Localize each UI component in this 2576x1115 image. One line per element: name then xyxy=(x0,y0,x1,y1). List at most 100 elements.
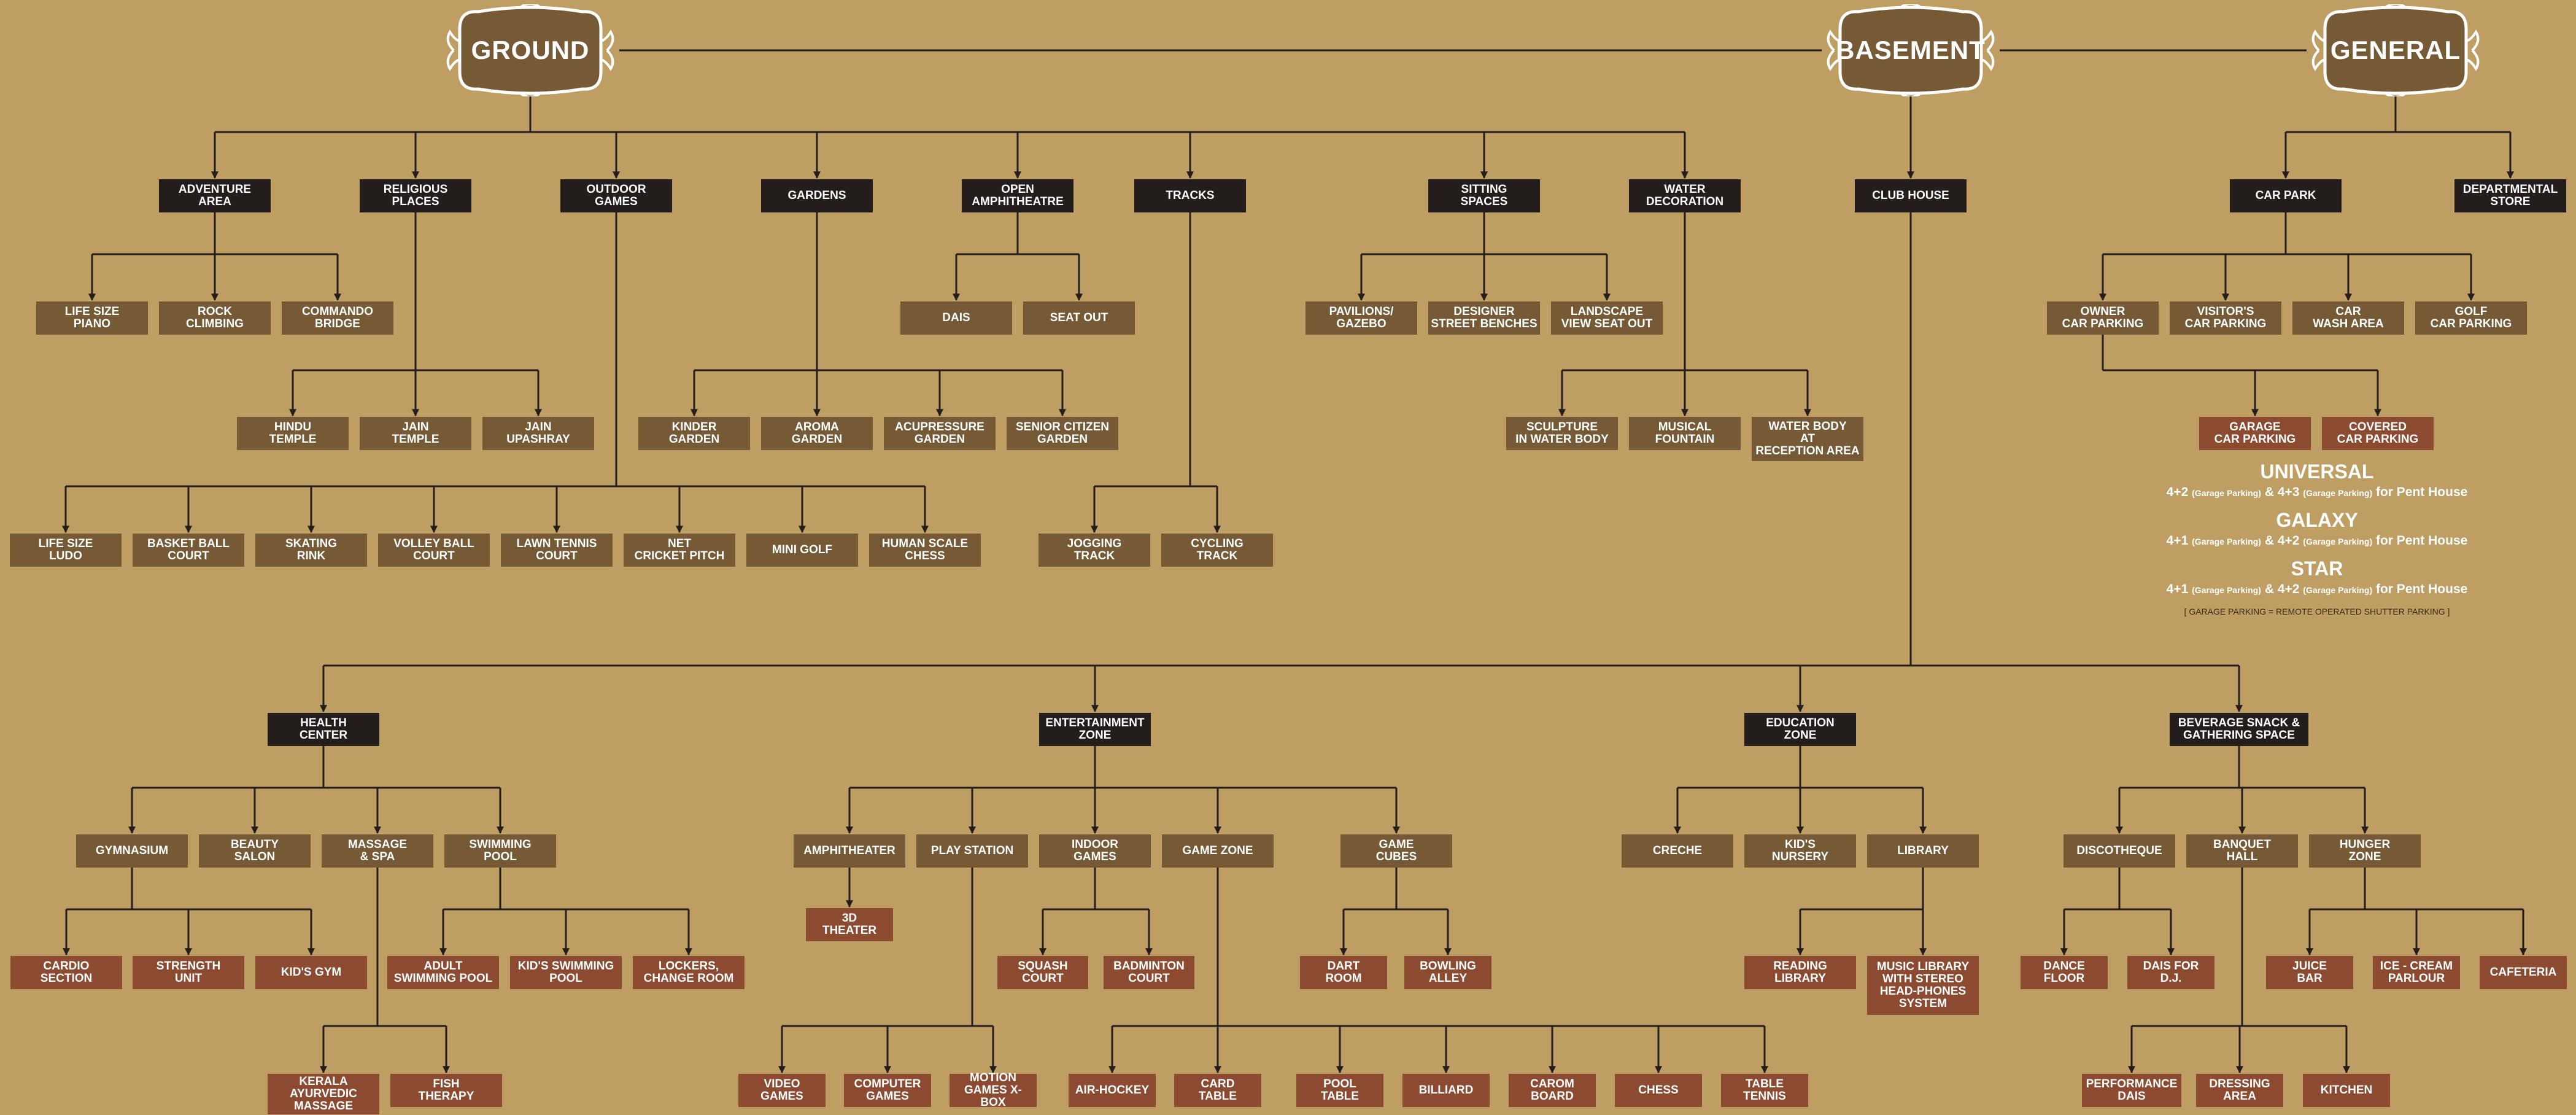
galaxy-a: 4+1 xyxy=(2167,534,2189,548)
node-volley-ball: VOLLEY BALL COURT xyxy=(378,534,490,567)
node-jain-temple: JAIN TEMPLE xyxy=(360,417,471,450)
node-adventure-area: ADVENTURE AREA xyxy=(159,179,271,212)
node-water-body: WATER BODY AT RECEPTION AREA xyxy=(1752,417,1863,461)
ground-title: GROUND xyxy=(471,36,590,65)
node-kerala: KERALA AYURVEDIC MASSAGE xyxy=(268,1074,379,1114)
galaxy-suffix: for Pent House xyxy=(2376,534,2467,548)
node-kitchen: KITCHEN xyxy=(2303,1074,2390,1107)
node-rock-climbing: ROCK CLIMBING xyxy=(159,301,271,335)
star-garage-b: (Garage Parking) xyxy=(2303,585,2372,595)
parking-galaxy-title: GALAXY xyxy=(2191,509,2443,532)
node-badminton: BADMINTON COURT xyxy=(1104,956,1194,989)
node-adult-pool: ADULT SWIMMING POOL xyxy=(387,956,499,989)
node-billiard: BILLIARD xyxy=(1402,1074,1490,1107)
node-carom-board: CAROM BOARD xyxy=(1509,1074,1596,1107)
node-golf-parking: GOLF CAR PARKING xyxy=(2415,301,2527,335)
universal-garage-a: (Garage Parking) xyxy=(2192,488,2261,498)
star-amp: & xyxy=(2265,582,2274,596)
parking-star-title: STAR xyxy=(2191,558,2443,580)
node-health-center: HEALTH CENTER xyxy=(268,713,379,746)
node-computer-games: COMPUTER GAMES xyxy=(844,1074,931,1107)
node-strength: STRENGTH UNIT xyxy=(133,956,244,989)
node-kids-pool: KID'S SWIMMING POOL xyxy=(510,956,622,989)
node-outdoor-games: OUTDOOR GAMES xyxy=(560,179,672,212)
node-game-zone: GAME ZONE xyxy=(1162,834,1274,868)
node-gardens: GARDENS xyxy=(761,179,873,212)
node-gymnasium: GYMNASIUM xyxy=(76,834,188,868)
star-garage-a: (Garage Parking) xyxy=(2192,585,2261,595)
node-lawn-tennis: LAWN TENNIS COURT xyxy=(501,534,613,567)
node-water-decoration: WATER DECORATION xyxy=(1629,179,1741,212)
node-massage-spa: MASSAGE & SPA xyxy=(322,834,433,868)
ground-badge: GROUND xyxy=(441,4,619,96)
universal-b: 4+3 xyxy=(2278,485,2300,499)
universal-a: 4+2 xyxy=(2167,485,2189,499)
node-game-cubes: GAME CUBES xyxy=(1340,834,1452,868)
node-sculpture: SCULPTURE IN WATER BODY xyxy=(1506,417,1618,450)
node-commando-bridge: COMMANDO BRIDGE xyxy=(282,301,393,335)
star-suffix: for Pent House xyxy=(2376,582,2467,596)
node-landscape-view: LANDSCAPE VIEW SEAT OUT xyxy=(1551,301,1663,335)
node-creche: CRECHE xyxy=(1622,834,1733,868)
node-cafeteria: CAFETERIA xyxy=(2480,956,2567,989)
parking-star-line: 4+1 (Garage Parking) & 4+2 (Garage Parki… xyxy=(2136,582,2498,597)
node-indoor-games: INDOOR GAMES xyxy=(1039,834,1151,868)
node-seat-out: SEAT OUT xyxy=(1023,301,1135,335)
node-air-hockey: AIR-HOCKEY xyxy=(1069,1074,1156,1107)
node-mini-golf: MINI GOLF xyxy=(746,534,858,567)
galaxy-garage-b: (Garage Parking) xyxy=(2303,537,2372,546)
galaxy-garage-a: (Garage Parking) xyxy=(2192,537,2261,546)
parking-universal-line: 4+2 (Garage Parking) & 4+3 (Garage Parki… xyxy=(2136,485,2498,500)
node-bowling: BOWLING ALLEY xyxy=(1404,956,1491,989)
star-b: 4+2 xyxy=(2278,582,2300,596)
node-club-house: CLUB HOUSE xyxy=(1855,179,1967,212)
node-lockers: LOCKERS, CHANGE ROOM xyxy=(633,956,745,989)
node-beverage-space: BEVERAGE SNACK & GATHERING SPACE xyxy=(2170,713,2308,746)
node-table-tennis: TABLE TENNIS xyxy=(1721,1074,1808,1107)
node-net-cricket: NET CRICKET PITCH xyxy=(624,534,735,567)
node-banquet-hall: BANQUET HALL xyxy=(2186,834,2298,868)
general-title: GENERAL xyxy=(2330,36,2461,65)
node-ice-cream: ICE - CREAM PARLOUR xyxy=(2373,956,2460,989)
node-swimming-pool: SWIMMING POOL xyxy=(444,834,556,868)
universal-garage-b: (Garage Parking) xyxy=(2303,488,2372,498)
node-open-amphitheatre: OPEN AMPHITHEATRE xyxy=(962,179,1073,212)
node-3d-theater: 3D THEATER xyxy=(806,908,893,941)
node-reading-library: READING LIBRARY xyxy=(1744,956,1856,989)
node-discotheque: DISCOTHEQUE xyxy=(2064,834,2175,868)
node-cycling-track: CYCLING TRACK xyxy=(1161,534,1273,567)
node-car-wash: CAR WASH AREA xyxy=(2292,301,2404,335)
node-visitor-parking: VISITOR'S CAR PARKING xyxy=(2170,301,2281,335)
parking-universal-title: UNIVERSAL xyxy=(2191,460,2443,483)
node-life-size-piano: LIFE SIZE PIANO xyxy=(36,301,148,335)
node-jogging-track: JOGGING TRACK xyxy=(1039,534,1150,567)
node-dressing-area: DRESSING AREA xyxy=(2196,1074,2283,1107)
node-juice-bar: JUICE BAR xyxy=(2266,956,2353,989)
node-senior-garden: SENIOR CITIZEN GARDEN xyxy=(1007,417,1118,450)
node-tracks: TRACKS xyxy=(1134,179,1246,212)
general-badge: GENERAL xyxy=(2307,4,2485,96)
node-life-size-ludo: LIFE SIZE LUDO xyxy=(10,534,122,567)
node-dais-dj: DAIS FOR D.J. xyxy=(2127,956,2214,989)
node-fish-therapy: FISH THERAPY xyxy=(390,1074,502,1107)
node-hindu-temple: HINDU TEMPLE xyxy=(237,417,349,450)
node-pool-table: POOL TABLE xyxy=(1296,1074,1383,1107)
node-music-library: MUSIC LIBRARY WITH STEREO HEAD-PHONES SY… xyxy=(1867,956,1979,1015)
node-squash: SQUASH COURT xyxy=(997,956,1088,989)
node-amphitheater: AMPHITHEATER xyxy=(794,834,905,868)
node-dance-floor: DANCE FLOOR xyxy=(2021,956,2108,989)
node-covered-parking: COVERED CAR PARKING xyxy=(2322,417,2434,450)
node-musical-fountain: MUSICAL FOUNTAIN xyxy=(1629,417,1741,450)
node-aroma-garden: AROMA GARDEN xyxy=(761,417,873,450)
node-library: LIBRARY xyxy=(1867,834,1979,868)
node-pavilions: PAVILIONS/ GAZEBO xyxy=(1305,301,1417,335)
node-departmental-store: DEPARTMENTAL STORE xyxy=(2454,179,2566,212)
node-card-table: CARD TABLE xyxy=(1174,1074,1261,1107)
node-beauty-salon: BEAUTY SALON xyxy=(199,834,311,868)
node-religious-places: RELIGIOUS PLACES xyxy=(360,179,471,212)
basement-title: BASEMENT xyxy=(1836,36,1986,65)
node-chess: CHESS xyxy=(1615,1074,1702,1107)
node-kids-nursery: KID'S NURSERY xyxy=(1744,834,1856,868)
node-skating-rink: SKATING RINK xyxy=(255,534,367,567)
